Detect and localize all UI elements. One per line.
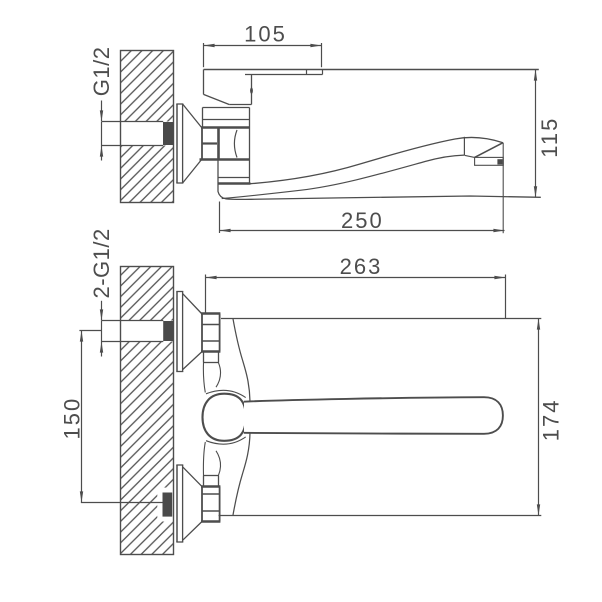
svg-text:2-G1/2: 2-G1/2 — [89, 228, 114, 298]
svg-text:150: 150 — [59, 397, 84, 440]
svg-text:G1/2: G1/2 — [89, 46, 114, 96]
svg-text:250: 250 — [341, 208, 384, 233]
svg-text:263: 263 — [340, 254, 383, 279]
svg-text:174: 174 — [539, 398, 564, 441]
svg-text:105: 105 — [244, 21, 287, 46]
svg-text:115: 115 — [537, 117, 562, 158]
